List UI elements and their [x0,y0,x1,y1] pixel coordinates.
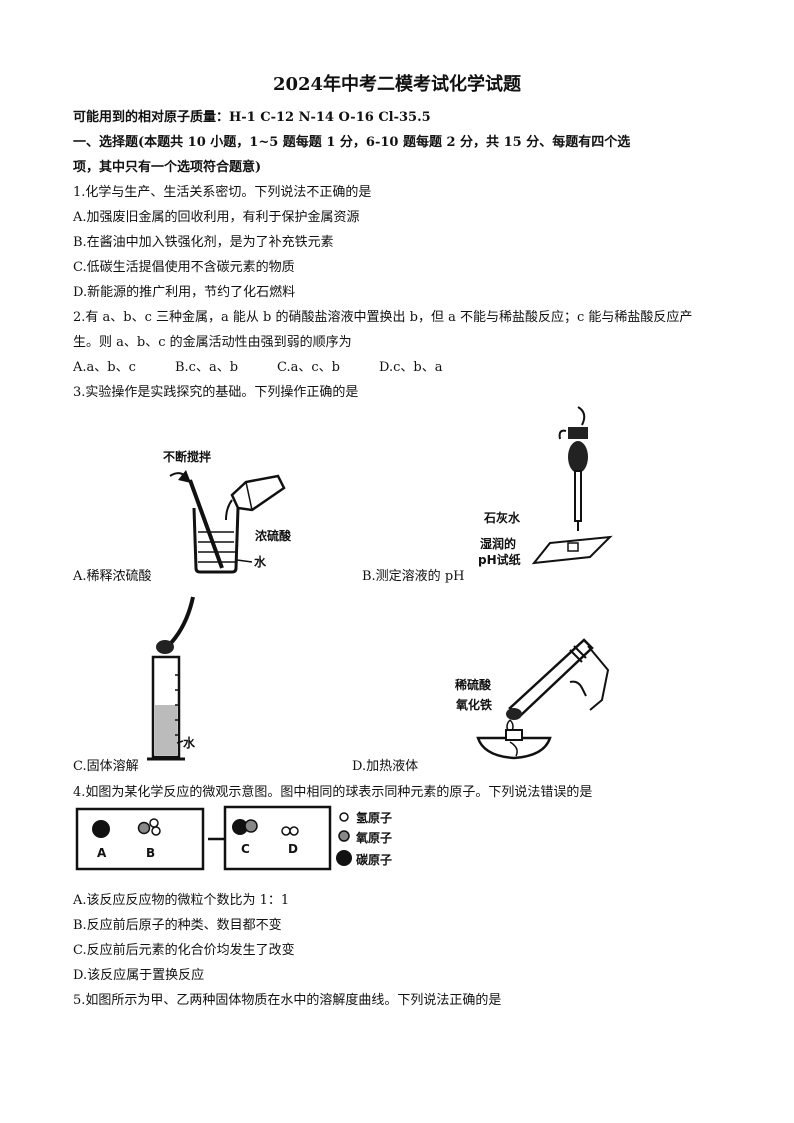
label-wet: 湿润的 [480,537,517,551]
q2-option-b: B.c、a、b [175,360,239,375]
legend-hydrogen: 氢原子 [356,811,393,825]
label-conc-acid: 浓硫酸 [255,529,292,543]
label-a: A [97,846,107,860]
q1-stem: 1.化学与生产、生活关系密切。下列说法不正确的是 [73,185,372,200]
q1-option-c: C.低碳生活提倡使用不含碳元素的物质 [73,260,295,275]
q4-option-b: B.反应前后原子的种类、数目都不变 [73,918,282,933]
figure-dissolve-solid [147,596,195,761]
legend-oxygen: 氧原子 [356,831,393,845]
label-b: B [146,846,156,860]
q3-stem: 3.实验操作是实践探究的基础。下列操作正确的是 [73,385,359,400]
figure-measure-ph [531,406,613,565]
q4-option-c: C.反应前后元素的化合价均发生了改变 [73,943,295,958]
q1-option-d: D.新能源的推广利用，节约了化石燃料 [73,285,296,300]
q1-option-b: B.在酱油中加入铁强化剂，是为了补充铁元素 [73,235,334,250]
label-iron-oxide: 氧化铁 [456,698,493,712]
reaction-diagram [75,805,352,871]
section-heading-line1: 一、选择题(本题共 10 小题，1~5 题每题 1 分，6-10 题每题 2 分… [73,135,631,150]
figure-dilute-acid [169,470,286,574]
q2-option-d: D.c、b、a [379,360,443,375]
q2-option-c: C.a、c、b [277,360,340,375]
q2-option-a: A.a、b、c [73,360,136,375]
q5-stem: 5.如图所示为甲、乙两种固体物质在水中的溶解度曲线。下列说法正确的是 [73,993,502,1008]
caption-fig-b: B.测定溶液的 pH [362,569,465,584]
figure-heat-liquid [476,638,610,760]
q1-option-a: A.加强废旧金属的回收利用，有利于保护金属资源 [73,210,360,225]
legend-carbon: 碳原子 [356,853,393,867]
page-title: 2024年中考二模考试化学试题 [272,74,522,95]
label-water-a: 水 [254,555,267,569]
q4-stem: 4.如图为某化学反应的微观示意图。图中相同的球表示同种元素的原子。下列说法错误的… [73,785,593,800]
label-dilute-acid: 稀硫酸 [455,678,492,692]
caption-fig-c: C.固体溶解 [73,759,139,774]
label-ph-paper: pH试纸 [478,553,521,567]
caption-fig-d: D.加热液体 [352,759,419,774]
section-heading-line2: 项，其中只有一个选项符合题意) [73,160,262,175]
label-stir: 不断搅拌 [163,450,212,464]
q2-stem-line2: 生。则 a、b、c 的金属活动性由强到弱的顺序为 [73,335,352,350]
q2-stem-line1: 2.有 a、b、c 三种金属，a 能从 b 的硝酸盐溶液中置换出 b，但 a 不… [73,310,693,325]
label-limewater: 石灰水 [484,511,521,525]
label-water-c: 水 [183,736,196,750]
caption-fig-a: A.稀释浓硫酸 [73,569,152,584]
label-d: D [288,842,298,856]
q4-option-d: D.该反应属于置换反应 [73,968,205,983]
label-c: C [241,842,250,856]
atomic-masses: 可能用到的相对原子质量：H-1 C-12 N-14 O-16 Cl-35.5 [73,110,431,125]
q4-option-a: A.该反应反应物的微粒个数比为 1：1 [73,893,290,908]
